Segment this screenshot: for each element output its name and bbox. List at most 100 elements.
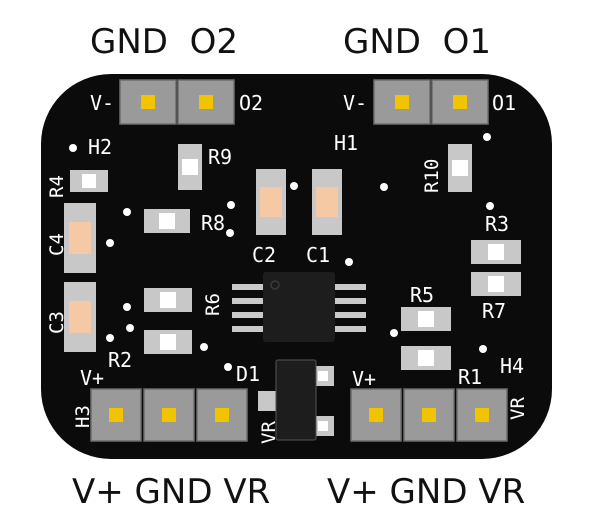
silk-r4: R4 xyxy=(46,175,68,198)
header-right-pin2 xyxy=(422,408,436,422)
top-left-label: GND O2 xyxy=(90,22,238,62)
silk-c3: C3 xyxy=(46,311,68,334)
d1-pad xyxy=(258,391,280,411)
header-left-bottom xyxy=(90,388,248,442)
silk-c1: C1 xyxy=(306,243,330,267)
header-o1-pin2 xyxy=(453,95,467,109)
silk-o2: O2 xyxy=(239,91,263,115)
c4-body xyxy=(69,222,91,254)
c3-body xyxy=(69,301,91,333)
capacitor-c4 xyxy=(64,203,96,273)
r10-body xyxy=(452,160,468,176)
silk-r8: R8 xyxy=(201,211,225,235)
silk-dot xyxy=(106,239,114,247)
ic-lead xyxy=(232,312,266,318)
capacitor-c3 xyxy=(64,282,96,352)
silk-dot xyxy=(483,133,491,141)
silk-r2: R2 xyxy=(108,348,132,372)
r2-body xyxy=(160,334,176,350)
silk-dot xyxy=(200,343,208,351)
silk-c2: C2 xyxy=(252,243,276,267)
resistor-r7 xyxy=(471,272,521,296)
silk-vr-left: VR xyxy=(258,421,280,444)
resistor-r8 xyxy=(144,209,190,233)
c2-body xyxy=(260,187,282,217)
silk-h3: H3 xyxy=(72,405,94,428)
silk-h1: H1 xyxy=(334,131,358,155)
silk-dot xyxy=(479,345,487,353)
silk-r5: R5 xyxy=(410,283,434,307)
diode-d1 xyxy=(258,359,334,441)
silk-dot xyxy=(380,183,388,191)
silk-h4: H4 xyxy=(500,354,524,378)
r3-body xyxy=(488,244,504,260)
r9-body xyxy=(182,159,198,175)
bottom-right-label: V+ GND VR xyxy=(327,472,525,512)
silk-r10: R10 xyxy=(421,159,443,193)
header-o1-pin1 xyxy=(395,95,409,109)
header-left-pin1 xyxy=(109,408,123,422)
r6-body xyxy=(160,292,176,308)
header-right-bottom xyxy=(350,388,508,442)
silk-vplus-right: V+ xyxy=(352,367,376,391)
resistor-r6 xyxy=(144,288,192,312)
r5-body xyxy=(418,311,434,327)
silk-o1: O1 xyxy=(492,91,516,115)
silk-dot xyxy=(290,182,298,190)
header-o2-pin2-housing xyxy=(177,79,235,125)
silk-r7: R7 xyxy=(482,299,506,323)
d1-pad-center xyxy=(318,421,328,431)
header-o2-pin1 xyxy=(141,95,155,109)
silk-dot xyxy=(123,303,131,311)
silk-r3: R3 xyxy=(485,212,509,236)
resistor-r3 xyxy=(471,240,521,264)
silk-dot xyxy=(390,329,398,337)
header-o2 xyxy=(119,79,235,125)
silk-dot xyxy=(126,324,134,332)
r1-body xyxy=(418,350,434,366)
top-right-label: GND O1 xyxy=(343,22,491,62)
ic-lead xyxy=(232,284,266,290)
header-right-pin3 xyxy=(475,408,489,422)
silk-dot xyxy=(486,202,494,210)
silk-vplus-left: V+ xyxy=(80,366,104,390)
ic-lead xyxy=(232,326,266,332)
silk-r9: R9 xyxy=(208,145,232,169)
ic-lead xyxy=(232,298,266,304)
resistor-r10 xyxy=(448,144,472,192)
header-o2-pin2 xyxy=(199,95,213,109)
header-right-pin1 xyxy=(369,408,383,422)
r8-body xyxy=(159,213,175,229)
silk-r6: R6 xyxy=(202,293,224,316)
silk-dot xyxy=(106,334,114,342)
resistor-r4 xyxy=(70,170,108,192)
ic-lead xyxy=(332,298,366,304)
resistor-r5 xyxy=(401,307,451,331)
resistor-r1 xyxy=(401,346,451,370)
d1-body xyxy=(275,359,317,441)
silk-dot xyxy=(69,144,77,152)
r4-body xyxy=(82,174,96,188)
silk-vminus-right: V- xyxy=(343,91,367,115)
silk-d1: D1 xyxy=(236,362,260,386)
header-right-pin3-housing xyxy=(456,388,508,442)
silk-dot xyxy=(227,201,235,209)
resistor-r9 xyxy=(178,144,202,190)
silk-r1: R1 xyxy=(458,365,482,389)
bottom-left-label: V+ GND VR xyxy=(72,472,270,512)
ic-pin1-mark xyxy=(270,280,280,290)
header-left-pin2 xyxy=(162,408,176,422)
ic-chip xyxy=(232,272,366,342)
capacitor-c2 xyxy=(256,169,286,235)
resistor-r2 xyxy=(144,330,192,354)
silk-vr-right: VR xyxy=(507,397,529,420)
silk-dot xyxy=(123,208,131,216)
ic-lead xyxy=(332,312,366,318)
c1-body xyxy=(316,187,338,217)
silk-h2: H2 xyxy=(88,135,112,159)
ic-lead xyxy=(332,284,366,290)
silk-dots xyxy=(69,133,494,371)
silk-vminus-left: V- xyxy=(90,91,114,115)
r7-body xyxy=(488,276,504,292)
